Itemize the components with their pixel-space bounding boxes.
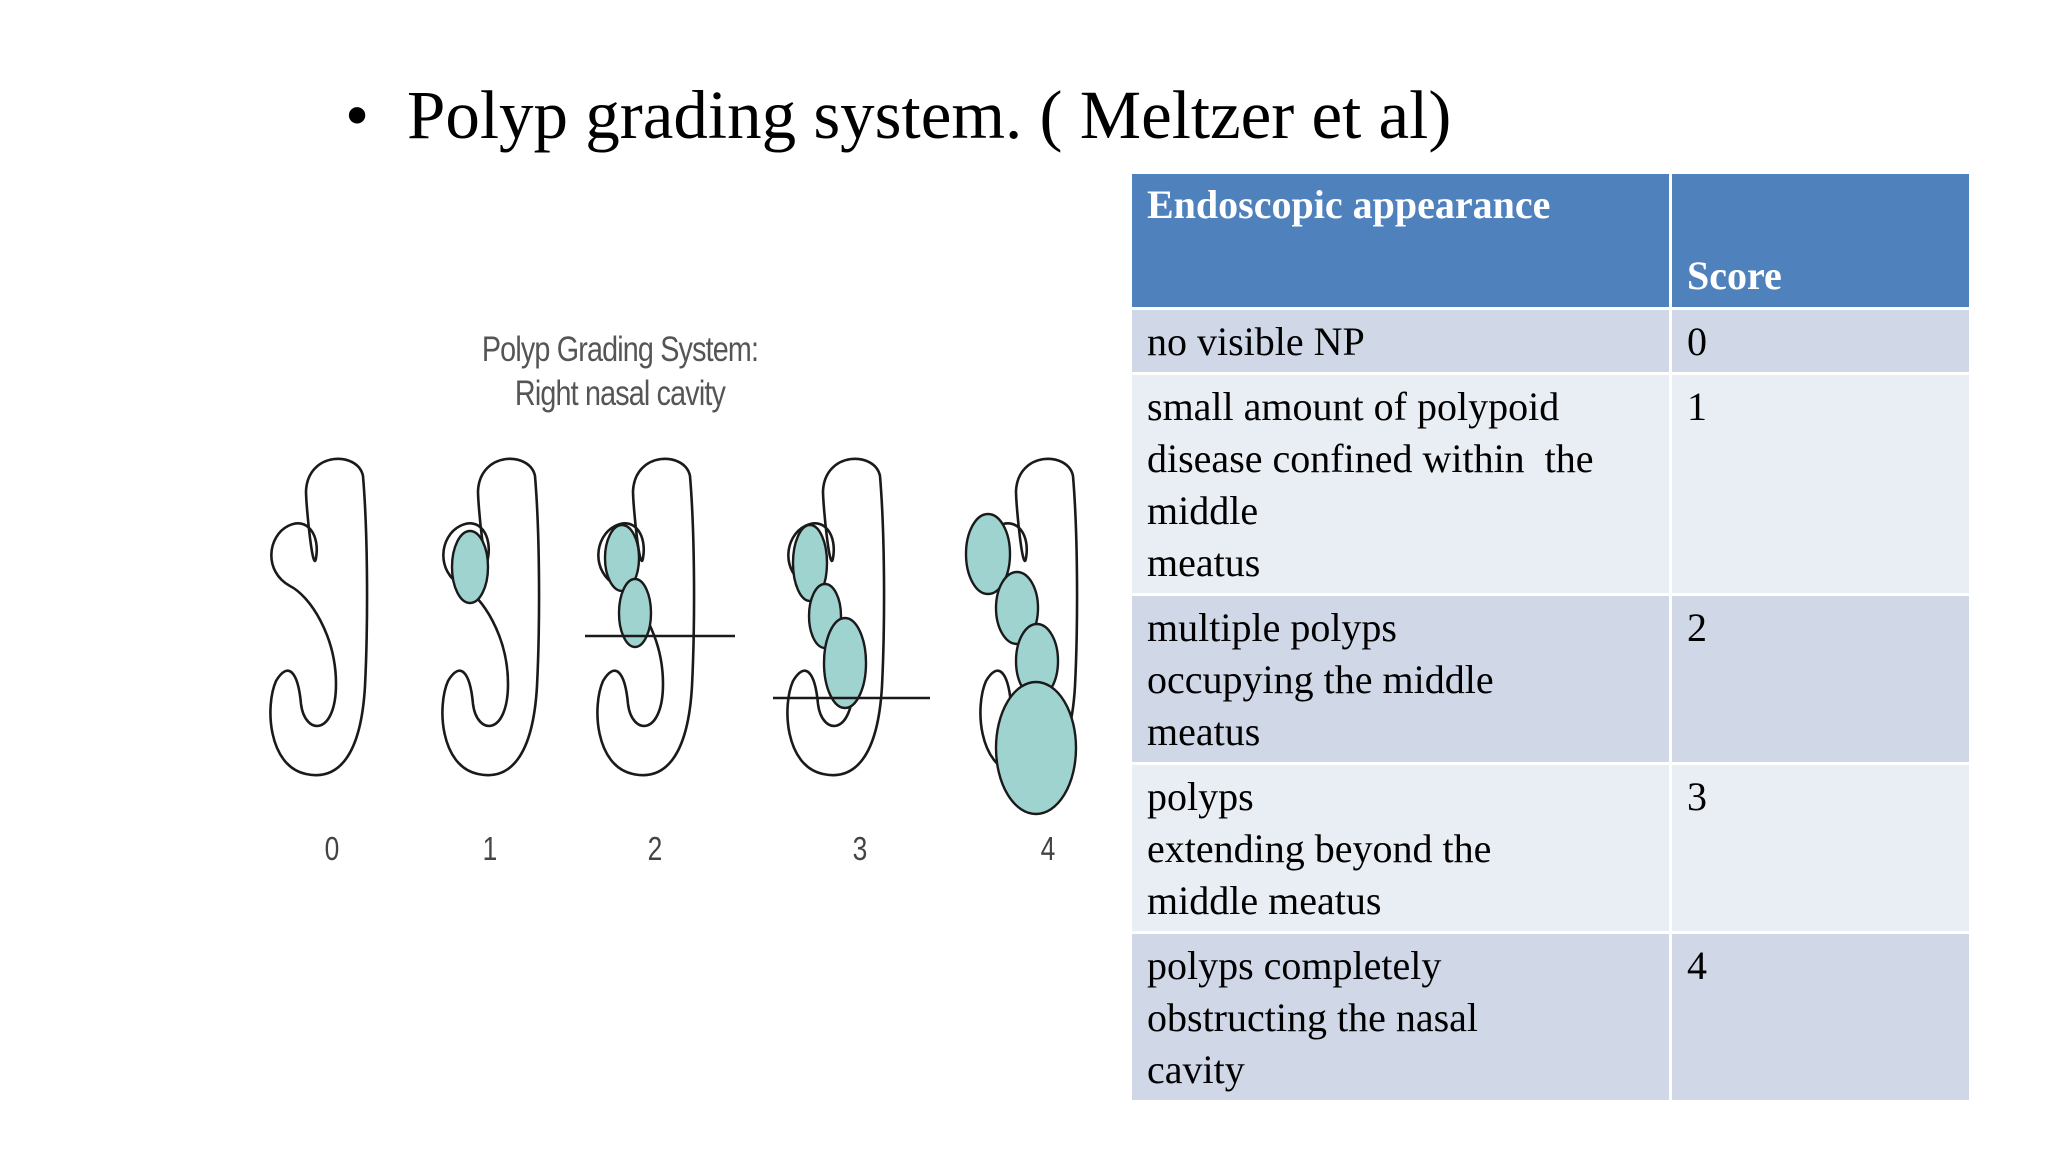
- polyp: [617, 577, 653, 649]
- polyp-grading-table: Endoscopic appearance Score no visible N…: [1129, 171, 1972, 1103]
- appearance-line: middle meatus: [1147, 878, 1382, 923]
- score-cell: 2: [1669, 593, 1972, 765]
- grade-label-0: 0: [324, 830, 340, 867]
- cavity-grade-0: [269, 457, 369, 777]
- table-row: small amount of polypoid disease confined…: [1129, 372, 1972, 596]
- table-row: multiple polyps occupying the middle meatu…: [1129, 593, 1972, 765]
- appearance-line: cavity: [1147, 1047, 1245, 1092]
- bullet-icon: •: [345, 77, 370, 153]
- appearance-line: polyps completely: [1147, 943, 1442, 988]
- polyp: [450, 529, 490, 605]
- appearance-line: meatus: [1147, 709, 1261, 754]
- appearance-line: disease confined within the: [1147, 436, 1594, 481]
- figure-title-line-2: Right nasal cavity: [514, 374, 726, 413]
- grade-label-4: 4: [1040, 830, 1056, 867]
- polyp: [964, 512, 1012, 596]
- cavity-grade-4: [964, 457, 1079, 816]
- polyp: [994, 570, 1040, 646]
- appearance-cell: polyps completely obstructing the nasal ca…: [1129, 931, 1672, 1103]
- grade-label-3: 3: [852, 830, 868, 867]
- slide-title: • Polyp grading system. ( Meltzer et al): [345, 70, 1451, 160]
- appearance-cell: no visible NP: [1129, 307, 1672, 375]
- header-score: Score: [1669, 171, 1972, 310]
- polyp: [994, 680, 1078, 816]
- appearance-line: small amount of polypoid: [1147, 384, 1560, 429]
- table-row: no visible NP 0: [1129, 307, 1972, 375]
- appearance-line: polyps: [1147, 774, 1254, 819]
- appearance-cell: polyps extending beyond the middle meatus: [1129, 762, 1672, 934]
- polyp: [822, 616, 868, 710]
- appearance-line: occupying the middle: [1147, 657, 1494, 702]
- table-row: polyps extending beyond the middle meatus 3: [1129, 762, 1972, 934]
- nasal-cavity-diagram: [269, 457, 1079, 816]
- appearance-line: multiple polyps: [1147, 605, 1397, 650]
- cavity-grade-2: [585, 457, 735, 777]
- grade-label-1: 1: [482, 830, 498, 867]
- appearance-line: obstructing the nasal: [1147, 995, 1479, 1040]
- grade-label-2: 2: [647, 830, 663, 867]
- appearance-line: extending beyond the: [1147, 826, 1492, 871]
- table-body: no visible NP 0 small amount of polypoid di…: [1129, 307, 1972, 1103]
- header-endoscopic-appearance: Endoscopic appearance: [1129, 171, 1672, 310]
- table-row: polyps completely obstructing the nasal ca…: [1129, 931, 1972, 1103]
- appearance-cell: multiple polyps occupying the middle meatu…: [1129, 593, 1672, 765]
- table-header-row: Endoscopic appearance Score: [1129, 171, 1972, 310]
- appearance-cell: small amount of polypoid disease confined…: [1129, 372, 1672, 596]
- slide-title-text: Polyp grading system. ( Meltzer et al): [407, 77, 1452, 153]
- score-cell: 4: [1669, 931, 1972, 1103]
- cavity-grade-1: [441, 457, 541, 777]
- figure-title: Polyp Grading System: Right nasal cavity: [448, 328, 792, 416]
- cavity-grade-3: [773, 457, 930, 777]
- score-cell: 0: [1669, 307, 1972, 375]
- polyp-grading-figure: Polyp Grading System: Right nasal cavity…: [260, 300, 1110, 900]
- appearance-line: middle: [1147, 488, 1259, 533]
- appearance-line: no visible NP: [1147, 319, 1365, 364]
- figure-title-line-1: Polyp Grading System:: [481, 330, 759, 369]
- score-cell: 1: [1669, 372, 1972, 596]
- appearance-line: meatus: [1147, 540, 1261, 585]
- score-cell: 3: [1669, 762, 1972, 934]
